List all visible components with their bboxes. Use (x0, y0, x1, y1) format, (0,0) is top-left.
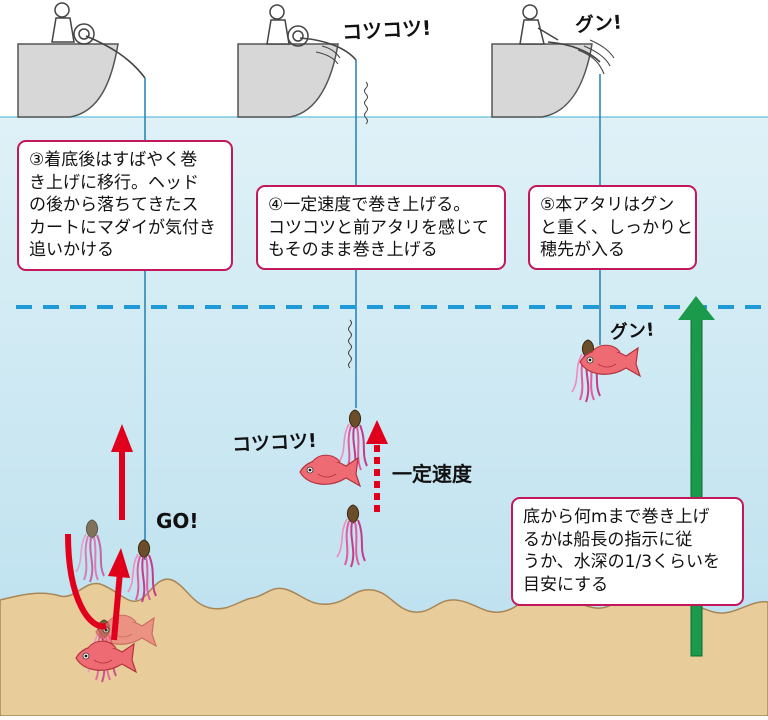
note-step5-line: ⑤本アタリはグン (540, 195, 675, 215)
note-step3-line: き上げに移行。ヘッド (29, 172, 199, 193)
note-step4: ④一定速度で巻き上げる。 コツコツと前アタリを感じて もそのまま巻き上げる (256, 185, 506, 270)
note-step5-line: 穂先が入る (540, 240, 625, 260)
sound-kotsukotsu-mid: コツコツ! (231, 429, 318, 457)
boat-icon (17, 43, 593, 118)
note-step4-line: もそのまま巻き上げる (268, 240, 438, 260)
angler-icon (51, 2, 559, 47)
sky (0, 0, 768, 117)
constant-speed-label: 一定速度 (392, 462, 472, 486)
note-step4-line: コツコツと前アタリを感じて (268, 217, 489, 238)
note-step3-line: 追いかける (29, 240, 114, 260)
note-depth-line: 目安にする (523, 574, 609, 595)
note-step3: ③着底後はすばやく巻 き上げに移行。ヘッド の後から落ちてきたス カートにマダイ… (17, 140, 233, 271)
note-step5: ⑤本アタリはグン と重く、しっかりと 穂先が入る (528, 185, 697, 270)
sound-go: GO! (156, 509, 199, 533)
note-step5-line: と重く、しっかりと (540, 217, 693, 238)
note-retrieve-depth: 底から何mまで巻き上げ るかは船長の指示に従 うか、水深の1/3くらいを 目安に… (511, 497, 744, 606)
rod-vibration-marks (315, 39, 615, 75)
note-depth-line: るかは船長の指示に従 (523, 529, 693, 550)
arrow-up-icon (65, 296, 715, 657)
note-step3-line: ③着底後はすばやく巻 (29, 150, 198, 170)
note-step4-line: ④一定速度で巻き上げる。 (268, 195, 471, 215)
sound-kotsukotsu-top: コツコツ! (341, 15, 432, 45)
note-depth-line: うか、水深の1/3くらいを (523, 552, 721, 572)
note-step3-line: の後から落ちてきたス (29, 195, 199, 215)
note-depth-line: 底から何mまで巻き上げ (523, 507, 710, 527)
note-step3-line: カートにマダイが気付き (29, 217, 216, 238)
sound-gun-top: グン! (574, 11, 623, 37)
sound-gun-mid: グン! (609, 319, 656, 344)
rod-icon (85, 35, 601, 79)
line-vibration-marks (348, 81, 368, 369)
